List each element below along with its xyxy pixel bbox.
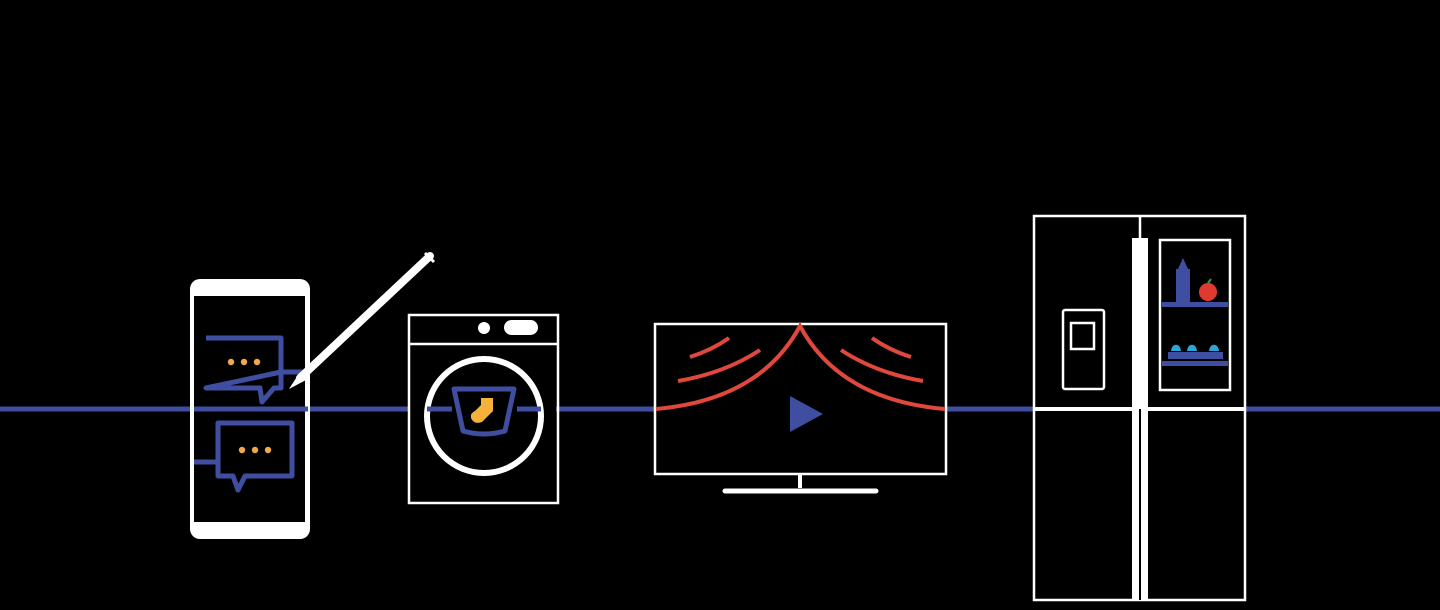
stylus-pen-icon <box>289 251 436 389</box>
water-dispenser-icon <box>1061 308 1106 391</box>
sock-icon <box>470 398 493 423</box>
washing-machine-icon <box>407 313 560 505</box>
refrigerator-icon <box>1032 214 1247 602</box>
chat-bubble-icon <box>203 335 305 405</box>
signal-waves <box>655 321 946 411</box>
bottle-icon <box>1176 258 1190 302</box>
smartphone-with-stylus-icon <box>190 251 436 539</box>
fridge-window <box>1158 238 1232 392</box>
chat-bubble-icon <box>215 420 295 493</box>
apple-icon <box>1199 278 1217 301</box>
television-icon <box>653 321 948 494</box>
eggs-icon <box>1168 344 1223 359</box>
play-icon <box>790 396 823 432</box>
